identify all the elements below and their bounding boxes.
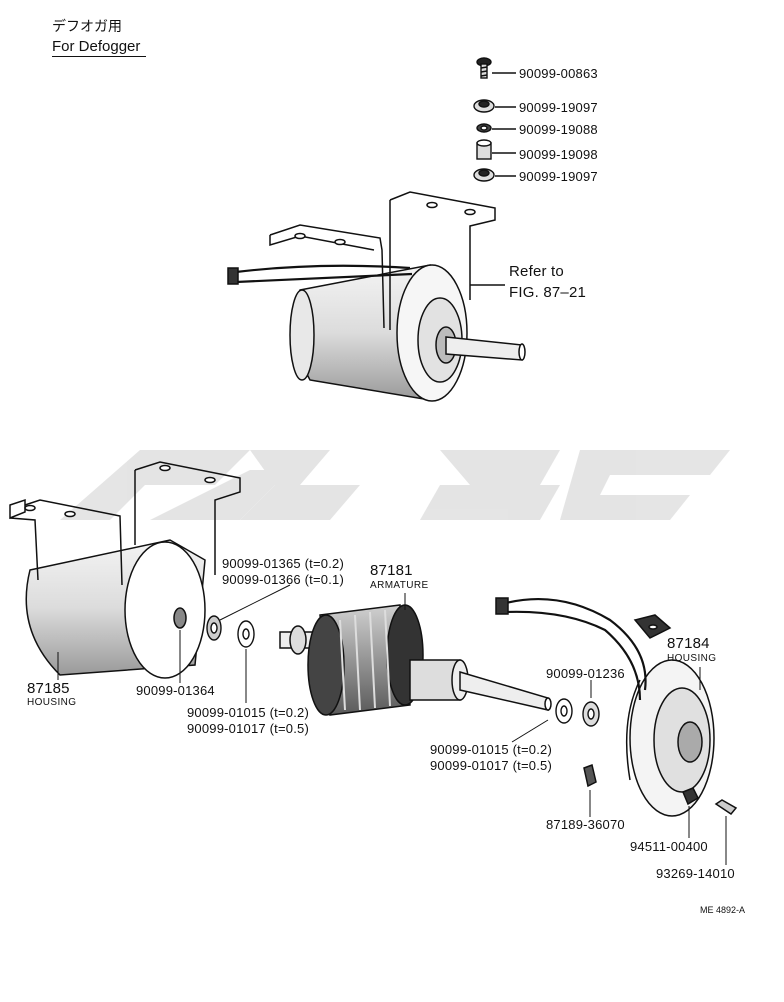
- part-label-housing-left-name: HOUSING: [27, 697, 77, 708]
- part-label-housing-right-no: 87184: [667, 635, 710, 652]
- part-label-armature-name: ARMATURE: [370, 580, 429, 591]
- right-housing-drawing: [495, 597, 738, 817]
- part-label-armature-no: 87181: [370, 562, 413, 579]
- screw-icon: [476, 57, 492, 79]
- collar-icon: [476, 139, 492, 160]
- part-label-brush-clip: 87189-36070: [546, 817, 625, 832]
- part-label-collar: 90099-19098: [519, 147, 598, 162]
- reference-line1: Refer to: [509, 263, 564, 280]
- hardware-stack: [473, 57, 516, 182]
- right-washers: [555, 698, 600, 727]
- shim-washers: [206, 615, 255, 648]
- part-label-grommet-bottom: 90099-19097: [519, 169, 598, 184]
- leader-lines: [57, 584, 727, 865]
- part-label-washer-01017-right: 90099-01017 (t=0.5): [430, 758, 552, 773]
- reference-line2: FIG. 87–21: [509, 284, 587, 301]
- part-label-washer-01015-left: 90099-01015 (t=0.2): [187, 705, 309, 720]
- part-label-shim-01366: 90099-01366 (t=0.1): [222, 572, 344, 587]
- part-label-housing-left-no: 87185: [27, 680, 70, 697]
- part-label-screw-bottom: 93269-14010: [656, 866, 735, 881]
- part-label-grommet-top: 90099-19097: [519, 100, 598, 115]
- title-english: For Defogger: [52, 38, 147, 57]
- part-label-washer-01236: 90099-01236: [546, 666, 625, 681]
- assembled-motor-drawing: [227, 191, 526, 402]
- grommet-icon: [473, 99, 495, 113]
- part-label-shim-01365: 90099-01365 (t=0.2): [222, 556, 344, 571]
- part-label-screw: 90099-00863: [519, 66, 598, 81]
- part-label-washer-01017-left: 90099-01017 (t=0.5): [187, 721, 309, 736]
- left-housing-drawing: [9, 461, 241, 679]
- part-label-lock-washer: 90099-19088: [519, 122, 598, 137]
- watermark-logo: [60, 450, 730, 520]
- grommet-icon: [473, 168, 495, 182]
- title-japanese: デフオガ用: [52, 19, 122, 35]
- part-label-washer-01364: 90099-01364: [136, 683, 215, 698]
- part-label-housing-right-name: HOUSING: [667, 653, 717, 664]
- lock-washer-icon: [476, 123, 492, 133]
- armature-drawing: [279, 604, 552, 716]
- part-label-washer-01015-right: 90099-01015 (t=0.2): [430, 742, 552, 757]
- part-label-nut: 94511-00400: [630, 839, 708, 854]
- document-id: ME 4892-A: [700, 905, 746, 915]
